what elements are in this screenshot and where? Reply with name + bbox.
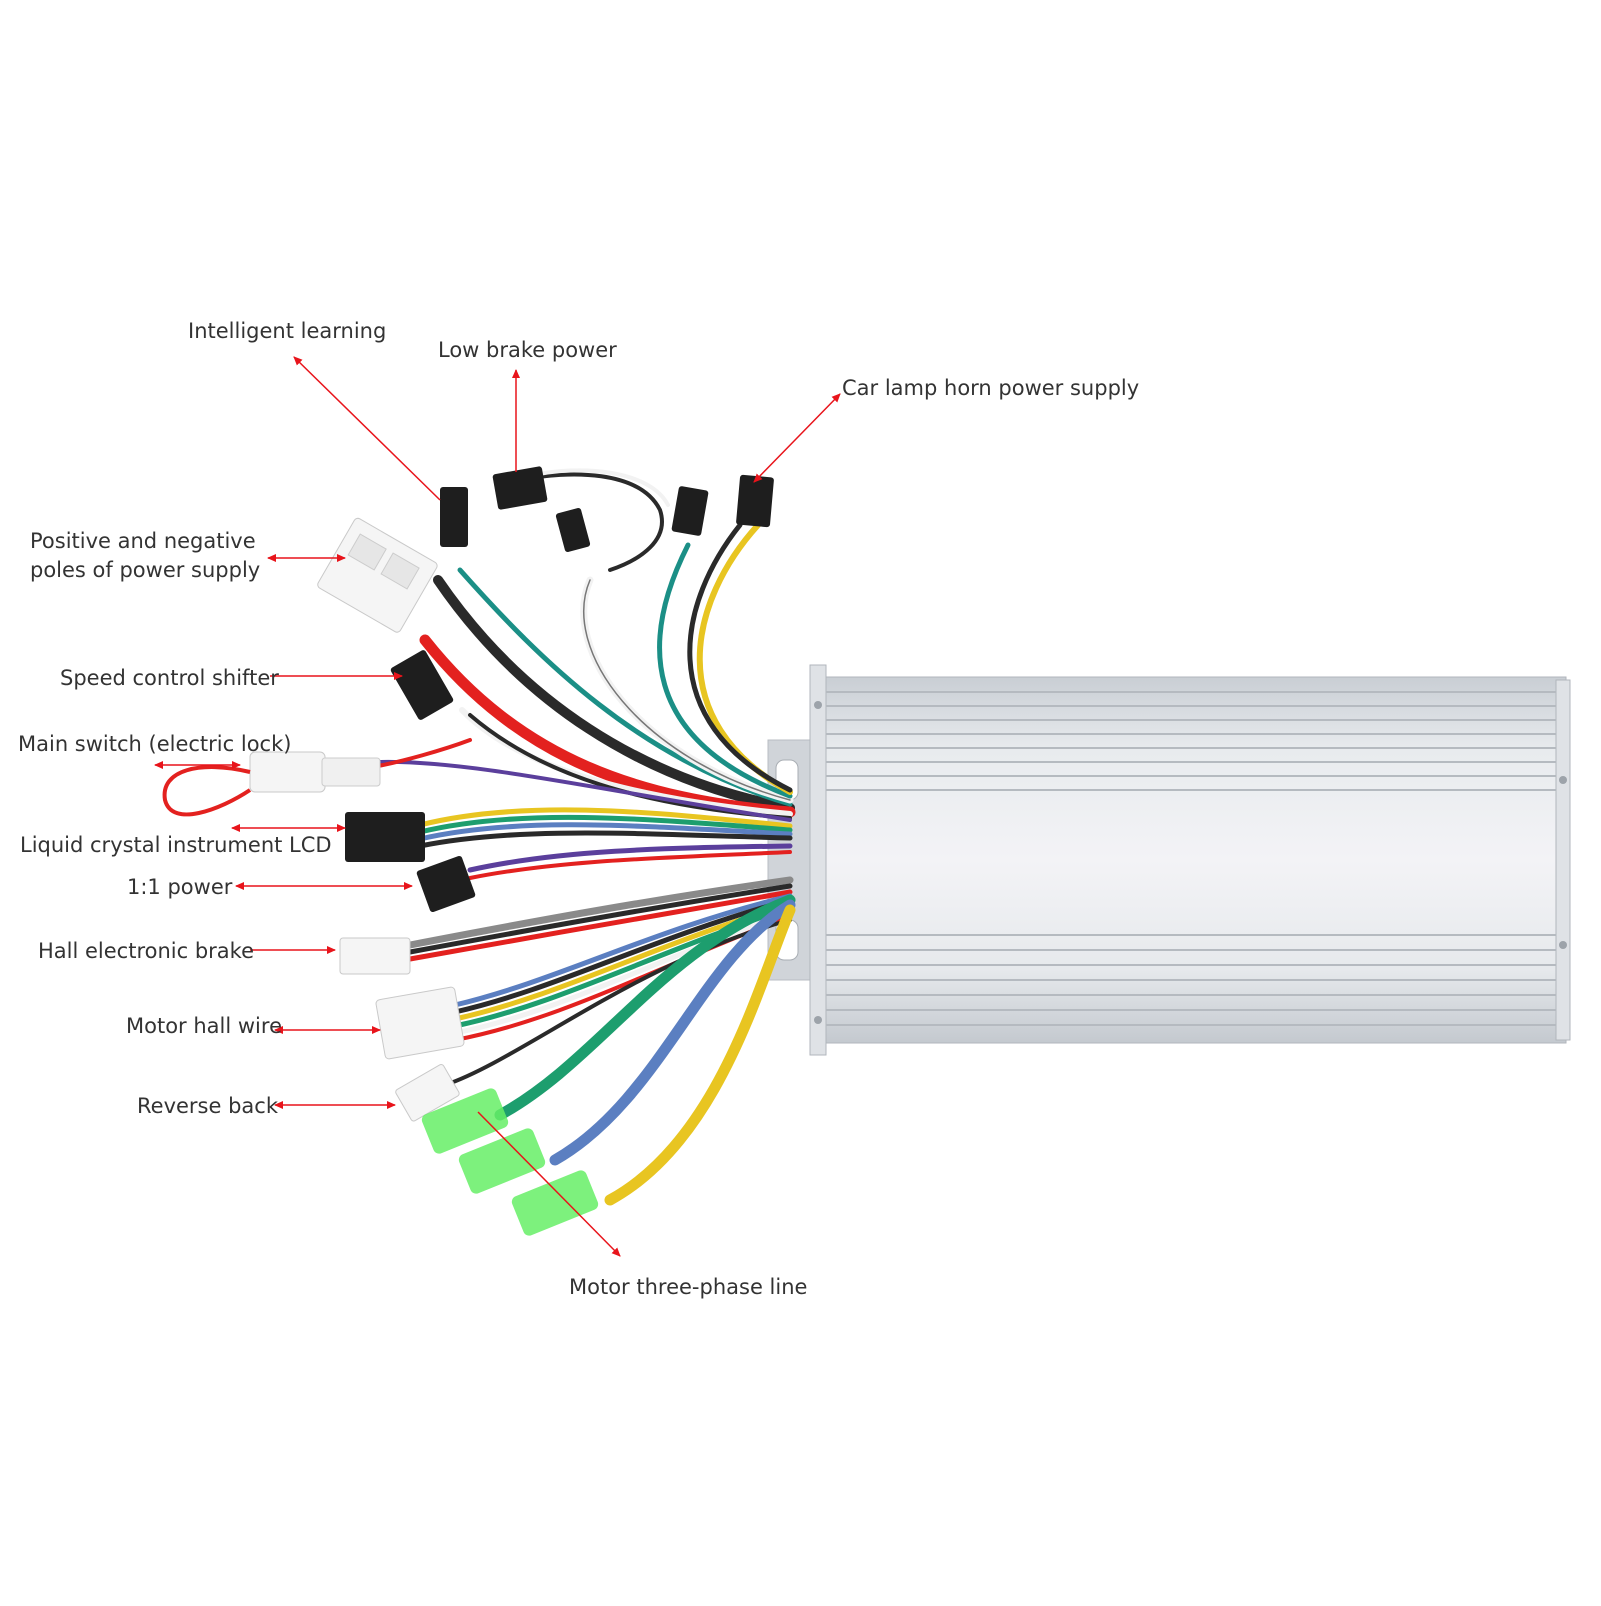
label-power-poles-line2: poles of power supply xyxy=(30,558,261,582)
label-motor-hall: Motor hall wire xyxy=(126,1014,282,1038)
label-power-poles-line1: Positive and negative xyxy=(30,529,256,553)
label-hall-brake: Hall electronic brake xyxy=(38,939,255,963)
wire-harness xyxy=(328,468,796,1206)
label-intelligent-learning: Intelligent learning xyxy=(188,319,387,343)
label-reverse: Reverse back xyxy=(137,1094,278,1118)
label-main-switch: Main switch (electric lock) xyxy=(18,732,292,756)
label-one-one-power: 1:1 power xyxy=(127,875,233,899)
label-lcd: Liquid crystal instrument LCD xyxy=(20,833,332,857)
label-low-brake-power: Low brake power xyxy=(438,338,617,362)
label-three-phase: Motor three-phase line xyxy=(569,1275,808,1299)
label-speed-control: Speed control shifter xyxy=(60,666,279,690)
controller-box xyxy=(767,664,1571,1056)
connectors xyxy=(162,466,774,1236)
label-car-lamp-horn: Car lamp horn power supply xyxy=(842,376,1140,400)
annotation-arrows xyxy=(154,356,841,1257)
